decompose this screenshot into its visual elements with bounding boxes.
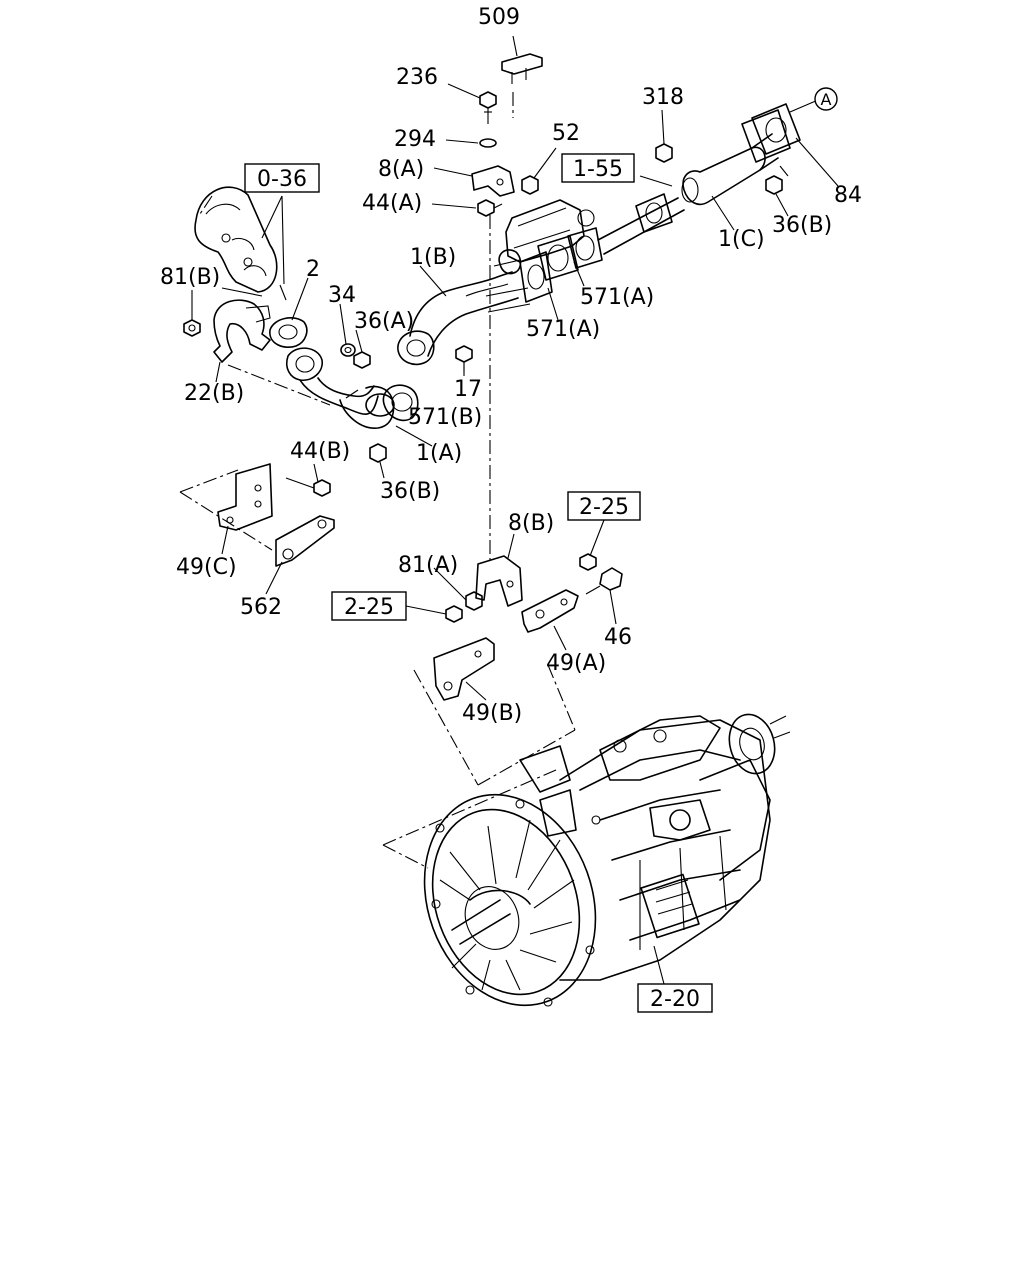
bolt-2-25-lower xyxy=(445,605,463,623)
callout-36b-top: 36(B) xyxy=(772,213,832,238)
washer-294 xyxy=(479,138,497,148)
front-pipe-1a xyxy=(285,347,395,429)
callout-318: 318 xyxy=(642,85,684,110)
bracket-509 xyxy=(501,53,543,84)
ref-2-25-lower-label: 2-25 xyxy=(344,595,394,620)
gasket-571a-2 xyxy=(537,227,603,281)
gasket-571b xyxy=(382,384,419,422)
pipe-1b xyxy=(397,271,519,366)
callout-36b-mid: 36(B) xyxy=(380,479,440,504)
leader-lines xyxy=(191,35,839,985)
callout-294: 294 xyxy=(394,127,436,152)
bolt-44b xyxy=(285,477,331,497)
callout-44a: 44(A) xyxy=(362,191,422,216)
callout-571b: 571(B) xyxy=(408,405,482,430)
nut-34 xyxy=(340,343,356,357)
callout-46: 46 xyxy=(604,625,632,650)
pipe-1c xyxy=(597,133,779,255)
callout-236: 236 xyxy=(396,65,438,90)
bracket-49c xyxy=(217,463,273,531)
callout-34: 34 xyxy=(328,283,356,308)
callout-49a: 49(A) xyxy=(546,651,606,676)
bracket-8b xyxy=(475,555,523,607)
ref-1-55-label: 1-55 xyxy=(573,157,623,182)
callout-509: 509 xyxy=(478,5,520,30)
callout-571a-1: 571(A) xyxy=(580,285,654,310)
gasket-2 xyxy=(269,317,308,348)
clamp-22b xyxy=(213,299,271,363)
ref-2-25-upper-label: 2-25 xyxy=(579,495,629,520)
ref-box-2-20[interactable]: 2-20 xyxy=(637,983,713,1013)
callout-84: 84 xyxy=(834,183,862,208)
callout-8a: 8(A) xyxy=(378,157,424,182)
center-lines xyxy=(179,92,576,869)
gasket-571a-1 xyxy=(519,251,553,303)
bracket-49b xyxy=(433,637,495,701)
callout-49b: 49(B) xyxy=(462,701,522,726)
transmission-assembly xyxy=(423,713,791,1007)
callout-1b: 1(B) xyxy=(410,245,456,270)
callout-44b: 44(B) xyxy=(290,439,350,464)
callout-1c: 1(C) xyxy=(718,227,765,252)
bolt-2-25-upper xyxy=(579,553,597,571)
callout-17: 17 xyxy=(454,377,482,402)
callout-562: 562 xyxy=(240,595,282,620)
bolt-44a xyxy=(477,199,503,217)
bracket-8a xyxy=(471,165,515,197)
callout-8b: 8(B) xyxy=(508,511,554,536)
reference-boxes: 0-36 1-55 2-25 2-25 2-20 xyxy=(244,153,713,1013)
bolt-46 xyxy=(585,567,623,595)
nut-52 xyxy=(521,175,539,195)
bracket-49a xyxy=(521,589,579,633)
callout-2: 2 xyxy=(306,257,320,282)
ref-box-0-36[interactable]: 0-36 xyxy=(244,163,320,193)
flange-studs xyxy=(485,259,531,313)
nut-36b-top xyxy=(765,175,783,195)
ref-box-2-25-upper[interactable]: 2-25 xyxy=(567,491,641,521)
exhaust-brake-unit xyxy=(498,199,595,275)
ref-2-20-label: 2-20 xyxy=(650,987,700,1012)
ref-box-1-55[interactable]: 1-55 xyxy=(561,153,635,183)
nut-81a xyxy=(465,591,483,611)
callout-49c: 49(C) xyxy=(176,555,237,580)
nut-36b-mid xyxy=(369,443,387,463)
nut-81b xyxy=(183,319,201,337)
callout-571a-2: 571(A) xyxy=(526,317,600,342)
callout-1a: 1(A) xyxy=(416,441,462,466)
exhaust-manifold xyxy=(194,186,287,301)
callout-81b: 81(B) xyxy=(160,265,220,290)
callout-labels: 509 236 294 8(A) 52 44(A) 318 84 1(C) 36… xyxy=(160,5,862,726)
callout-22b: 22(B) xyxy=(184,381,244,406)
callout-36a: 36(A) xyxy=(354,309,414,334)
gasket-84 xyxy=(741,103,801,163)
callout-81a: 81(A) xyxy=(398,553,458,578)
ref-box-2-25-lower[interactable]: 2-25 xyxy=(331,591,407,621)
nut-36a xyxy=(353,351,371,369)
circle-marker-a: A xyxy=(814,87,838,111)
ref-0-36-label: 0-36 xyxy=(257,167,307,192)
bracket-562 xyxy=(275,515,335,567)
circle-marker-a-label: A xyxy=(821,90,832,109)
nut-318 xyxy=(655,143,673,163)
bolt-236 xyxy=(479,91,497,124)
callout-52: 52 xyxy=(552,121,580,146)
